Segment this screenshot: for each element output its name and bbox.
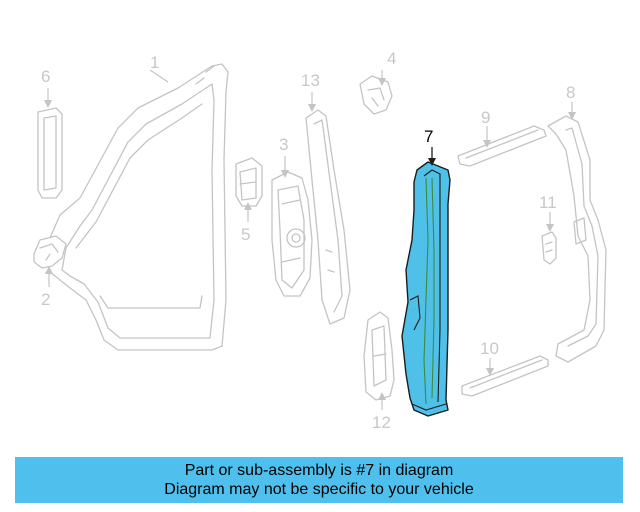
part-9-strip [457,125,547,167]
arrow-2 [45,266,53,274]
part-11-small-bracket [541,231,557,265]
arrow-4 [378,78,386,86]
arrow-6 [44,100,52,108]
callout-3: 3 [279,135,288,154]
callout-1: 1 [150,53,159,72]
arrow-8 [568,112,576,120]
arrow-10 [486,368,494,376]
banner-line-2: Diagram may not be specific to your vehi… [164,481,474,498]
part-10-lower-strip [461,355,549,397]
part-12-lower-bracket [363,311,395,401]
callout-2: 2 [41,290,50,309]
callout-13: 13 [301,71,320,90]
callout-5: 5 [241,225,250,244]
part-4-bracket [359,75,393,115]
part-1-door-frame [44,63,229,351]
arrow-12 [378,392,386,400]
part-2-bracket [33,235,67,269]
part-7-highlighted-pillar [401,161,451,417]
arrow-9 [483,140,491,148]
arrow-3 [281,170,289,178]
parts-diagram: 1 2 3 4 5 6 [33,49,607,432]
part-8-rear-pillar [547,115,607,363]
part-3-reinforcement [271,171,313,297]
part-13-pillar [305,109,351,325]
leader-1 [149,69,169,83]
callout-8: 8 [566,83,575,102]
callout-4: 4 [387,49,396,68]
callout-7: 7 [424,127,433,146]
callout-11: 11 [539,193,557,212]
callout-12: 12 [372,413,391,432]
info-banner: Part or sub-assembly is #7 in diagram Di… [15,457,623,503]
callout-10: 10 [480,339,499,358]
arrow-13 [308,104,316,112]
part-5-hinge-bracket [235,157,263,207]
part-6-pillar-trim [37,107,63,199]
arrow-7 [428,158,436,166]
arrow-5 [244,202,252,210]
arrow-11 [546,224,554,232]
callout-9: 9 [481,108,490,127]
banner-line-1: Part or sub-assembly is #7 in diagram [184,462,454,479]
callout-6: 6 [41,67,50,86]
